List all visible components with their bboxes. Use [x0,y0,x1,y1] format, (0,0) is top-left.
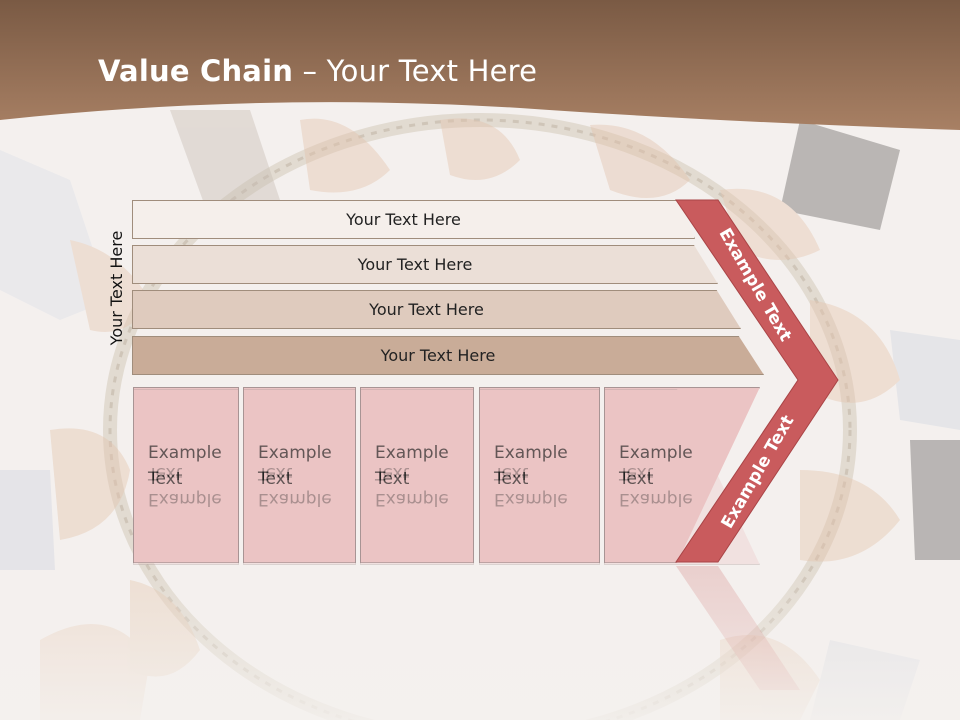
primary-column-1: Example Text [133,387,239,563]
support-bar-4-label: Your Text Here [380,346,496,365]
support-bar-1-label: Your Text Here [346,210,461,229]
primary-column-1-label: Example Text [148,443,222,489]
primary-column-3-label: Example Text [375,443,449,489]
slide-title-rest: – Your Text Here [293,54,538,88]
slide-title-bold: Value Chain [98,54,294,88]
primary-column-4-label: Example Text [494,443,568,489]
support-bar-1: Your Text Here [132,200,695,239]
support-bar-2: Your Text Here [132,245,718,284]
support-bar-3: Your Text Here [132,290,741,329]
reflection-fade [0,565,960,720]
primary-column-3: Example Text [360,387,474,563]
support-bar-3-label: Your Text Here [369,300,484,319]
header-band [0,0,960,130]
support-bar-2-label: Your Text Here [357,255,473,274]
primary-column-4: Example Text [479,387,600,563]
primary-column-2-label: Example Text [258,443,332,489]
slide-title: Value Chain – Your Text Here [98,54,537,88]
primary-column-5-label: Example Text [619,443,693,489]
support-bar-4: Your Text Here [132,336,764,375]
primary-column-2: Example Text [243,387,356,563]
